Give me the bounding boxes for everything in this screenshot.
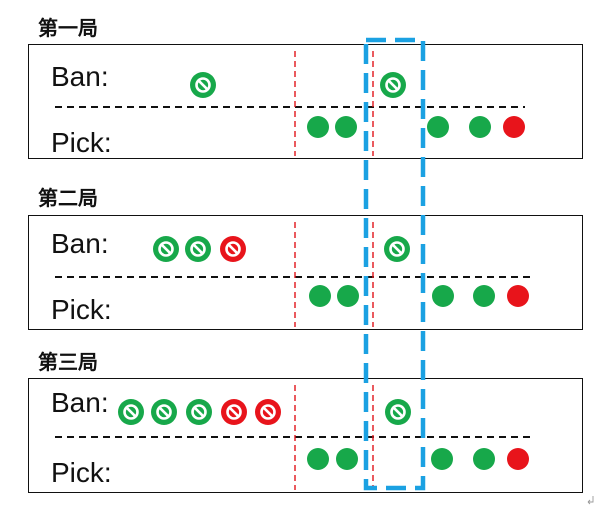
round-3-ban-icon [221, 399, 247, 425]
round-1-pick-dot [503, 116, 525, 138]
round-3-pick-dot [336, 448, 358, 470]
round-3-ban-icon [118, 399, 144, 425]
round-1-pick-dot [307, 116, 329, 138]
round-3-pick-label: Pick: [51, 457, 112, 488]
round-1-pick-dot [427, 116, 449, 138]
round-2-panel: Ban: Pick: [28, 215, 583, 330]
round-3-pick-dot [431, 448, 453, 470]
round-2-pick-dot [473, 285, 495, 307]
round-2-ban-label: Ban: [51, 228, 109, 259]
round-2-ban-icon [220, 236, 246, 262]
round-1-ban-label: Ban: [51, 61, 109, 92]
round-3-panel: Ban: Pick: [28, 378, 583, 493]
round-3-ban-icon [151, 399, 177, 425]
round-2-pick-dot [507, 285, 529, 307]
round-2-pick-dot [337, 285, 359, 307]
round-2-title: 第二局 [38, 186, 98, 210]
round-3-ban-icon [255, 399, 281, 425]
round-3-ban-icon [385, 399, 411, 425]
round-1-panel: Ban: Pick: [28, 44, 583, 159]
round-2-ban-icon [153, 236, 179, 262]
round-3-pick-dot [307, 448, 329, 470]
round-1-pick-label: Pick: [51, 127, 112, 158]
return-mark-icon [587, 496, 594, 505]
round-3-ban-icon [186, 399, 212, 425]
round-2-ban-icon [384, 236, 410, 262]
round-3-pick-dot [473, 448, 495, 470]
round-1-ban-icon [380, 72, 406, 98]
round-2-pick-dot [432, 285, 454, 307]
round-1-pick-dot [335, 116, 357, 138]
round-3-title: 第三局 [38, 350, 98, 374]
highlight-box [363, 37, 426, 491]
round-3-ban-label: Ban: [51, 387, 109, 418]
round-1-ban-icon [190, 72, 216, 98]
round-2-pick-label: Pick: [51, 294, 112, 325]
round-1-pick-dot [469, 116, 491, 138]
round-3-pick-dot [507, 448, 529, 470]
round-2-ban-icon [185, 236, 211, 262]
round-2-pick-dot [309, 285, 331, 307]
round-1-title: 第一局 [38, 16, 98, 40]
